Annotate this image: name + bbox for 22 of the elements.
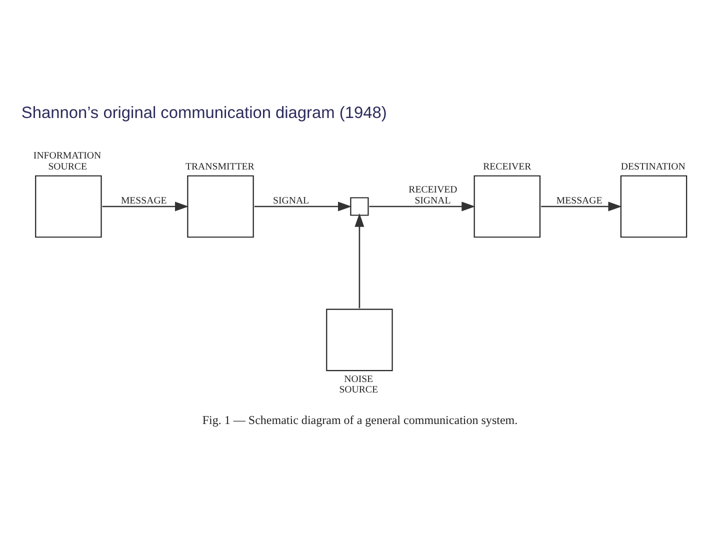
arrow <box>541 201 622 211</box>
arrow <box>102 201 189 211</box>
node-box <box>350 196 369 216</box>
edge-label: SIGNAL <box>273 194 310 206</box>
node-box <box>326 308 393 371</box>
node-box <box>474 174 541 238</box>
caption: Fig. 1 — Schematic diagram of a general communication system. <box>202 412 518 426</box>
edge-label: MESSAGE <box>120 194 167 206</box>
diagram-title: Shannon’s original communication diagram (1948) <box>21 103 387 122</box>
node-label: NOISE SOURCE <box>339 373 378 396</box>
arrow <box>254 201 352 211</box>
node-label: RECEIVER <box>483 161 532 172</box>
arrow <box>369 201 476 211</box>
node-label: INFORMATION SOURCE <box>33 150 102 172</box>
edge-label: RECEIVED SIGNAL <box>408 184 458 206</box>
node-label: DESTINATION <box>620 161 686 172</box>
node-box <box>35 174 102 238</box>
node-box <box>187 174 254 238</box>
node-box <box>620 174 688 238</box>
arrow <box>354 212 364 308</box>
edge-label: MESSAGE <box>556 194 602 206</box>
node-label: TRANSMITTER <box>186 161 254 172</box>
